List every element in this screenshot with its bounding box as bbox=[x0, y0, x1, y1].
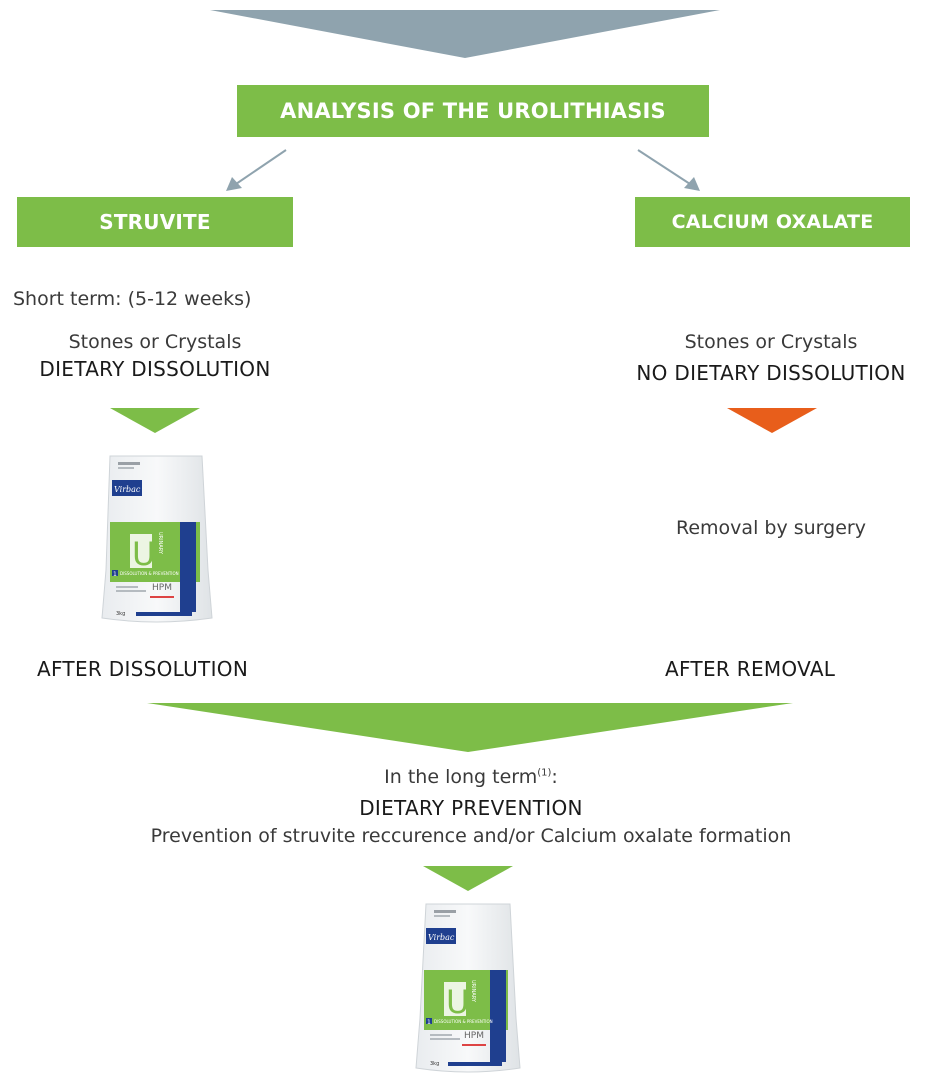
no-dietary-dissolution-text: NO DIETARY DISSOLUTION bbox=[636, 361, 906, 385]
product-badge-number-left: 1 bbox=[113, 571, 117, 578]
green-funnel-arrow bbox=[147, 703, 793, 752]
long-term-colon: : bbox=[551, 766, 558, 788]
calcium-oxalate-box: CALCIUM OXALATE bbox=[635, 197, 910, 247]
product-bag-bottom-image: Virbac U URINARY 1 DISSOLUTION & PREVENT… bbox=[415, 903, 521, 1073]
product-letter-bottom: U bbox=[446, 983, 469, 1021]
product-brand-bottom: Virbac bbox=[428, 933, 455, 942]
left-stones-text: Stones or Crystals bbox=[68, 331, 242, 353]
product-logo-text-left: HPM bbox=[152, 583, 172, 593]
product-vertical-text-bottom: URINARY bbox=[470, 980, 476, 1003]
analysis-box: ANALYSIS OF THE UROLITHIASIS bbox=[237, 85, 709, 137]
product-weight-left: 3kg bbox=[116, 611, 125, 617]
struvite-label: STRUVITE bbox=[99, 210, 211, 234]
product-badge-text-bottom: DISSOLUTION & PREVENTION bbox=[434, 1019, 493, 1024]
product-weight-bottom: 3kg bbox=[430, 1061, 439, 1067]
product-vertical-text-left: URINARY bbox=[157, 532, 163, 555]
dietary-dissolution-text: DIETARY DISSOLUTION bbox=[39, 357, 271, 381]
dietary-prevention-text: DIETARY PREVENTION bbox=[359, 796, 583, 820]
struvite-box: STRUVITE bbox=[17, 197, 293, 247]
green-down-arrow-bottom bbox=[423, 866, 513, 891]
prevention-description-text: Prevention of struvite reccurence and/or… bbox=[150, 825, 792, 847]
long-term-label: In the long term bbox=[384, 766, 538, 788]
after-dissolution-text: AFTER DISSOLUTION bbox=[37, 657, 249, 681]
removal-by-surgery-text: Removal by surgery bbox=[676, 517, 866, 539]
analysis-label: ANALYSIS OF THE UROLITHIASIS bbox=[280, 99, 666, 123]
product-bag-left: Virbac U URINARY 1 DISSOLUTION & PREVENT… bbox=[96, 450, 216, 628]
after-removal-text: AFTER REMOVAL bbox=[665, 657, 836, 681]
product-bag-bottom: Virbac U URINARY 1 DISSOLUTION & PREVENT… bbox=[412, 898, 524, 1078]
product-letter-left: U bbox=[132, 535, 155, 573]
arrow-to-calcium-oxalate bbox=[637, 149, 700, 191]
long-term-text: In the long term(1): bbox=[0, 766, 942, 788]
long-term-footnote: (1) bbox=[537, 767, 552, 779]
green-down-arrow-left bbox=[110, 408, 200, 433]
calcium-oxalate-label: CALCIUM OXALATE bbox=[671, 211, 874, 233]
product-bag-left-image: Virbac U URINARY 1 DISSOLUTION & PREVENT… bbox=[101, 455, 213, 623]
product-badge-number-bottom: 1 bbox=[427, 1019, 431, 1026]
top-funnel-arrow bbox=[210, 10, 720, 58]
right-stones-text: Stones or Crystals bbox=[684, 331, 858, 353]
product-badge-text-left: DISSOLUTION & PREVENTION bbox=[120, 571, 179, 576]
product-brand-left: Virbac bbox=[114, 485, 141, 494]
product-logo-text-bottom: HPM bbox=[464, 1031, 484, 1041]
short-term-text: Short term: (5-12 weeks) bbox=[13, 288, 252, 310]
arrow-to-struvite bbox=[226, 149, 287, 191]
orange-down-arrow-right bbox=[727, 408, 817, 433]
